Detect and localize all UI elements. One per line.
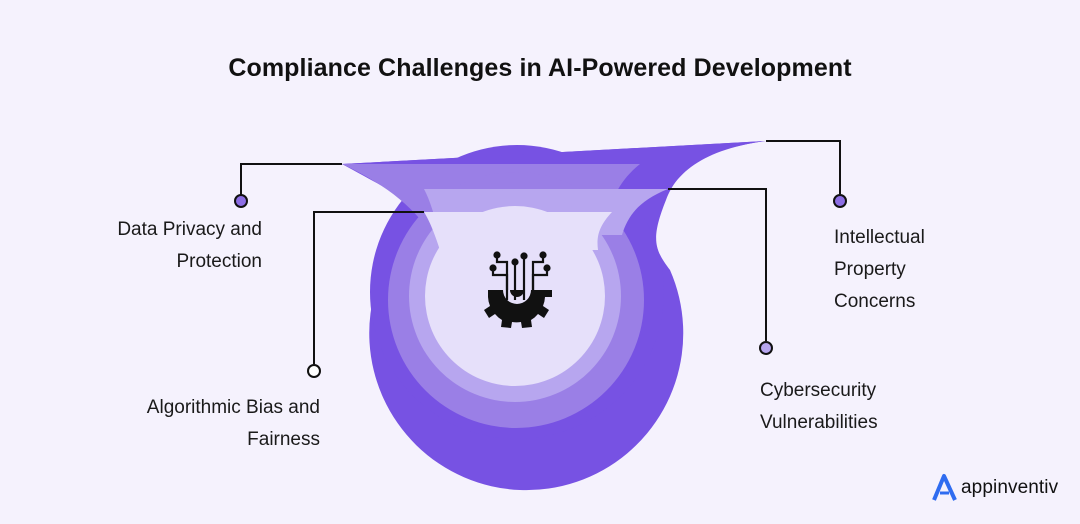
connector-data-privacy — [240, 163, 342, 195]
label-line: Intellectual — [834, 227, 925, 248]
label-line: Concerns — [834, 291, 916, 312]
label-cybersecurity: Cybersecurity Vulnerabilities — [760, 375, 980, 439]
dot-intellectual-property — [833, 194, 847, 208]
dot-data-privacy — [234, 194, 248, 208]
connector-algorithmic-bias — [313, 211, 424, 364]
connector-intellectual-property — [766, 140, 841, 194]
label-line: Data Privacy and — [117, 219, 262, 240]
label-line: Algorithmic Bias and — [146, 397, 320, 418]
label-algorithmic-bias: Algorithmic Bias and Fairness — [60, 392, 320, 456]
funnel-rings — [342, 141, 766, 491]
label-line: Fairness — [247, 429, 320, 450]
connector-cybersecurity — [668, 188, 767, 341]
dot-algorithmic-bias — [307, 364, 321, 378]
logo-text: appinventiv — [961, 477, 1059, 498]
appinventiv-a-logo-icon — [932, 474, 957, 501]
brand-logo: appinventiv — [932, 473, 1058, 503]
label-line: Protection — [176, 251, 262, 272]
label-line: Vulnerabilities — [760, 412, 878, 433]
label-data-privacy: Data Privacy and Protection — [60, 214, 262, 278]
ai-gear-circuit-icon — [484, 251, 552, 328]
label-intellectual-property: Intellectual Property Concerns — [834, 222, 1034, 318]
connector-dots — [234, 194, 847, 378]
diagram-title: Compliance Challenges in AI-Powered Deve… — [228, 54, 852, 82]
connectors — [240, 140, 841, 364]
label-line: Property — [834, 259, 906, 280]
dot-cybersecurity — [759, 341, 773, 355]
label-line: Cybersecurity — [760, 380, 877, 401]
